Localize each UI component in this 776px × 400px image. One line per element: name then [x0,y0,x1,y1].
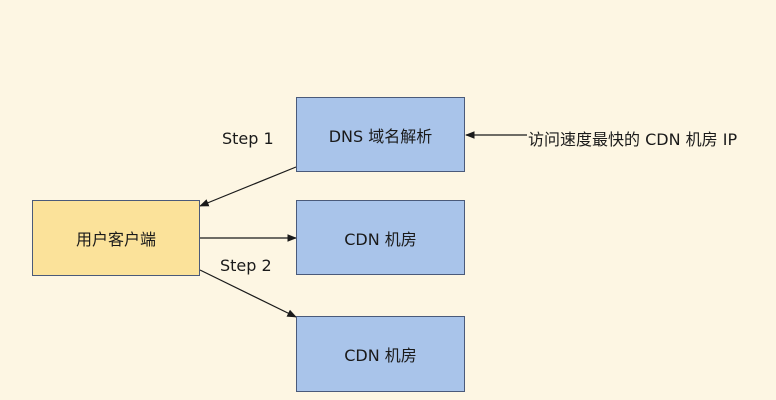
cdn-node-1-label: CDN 机房 [344,229,417,249]
step1-label: Step 1 [222,129,274,148]
cdn-node-2: CDN 机房 [296,316,465,392]
edge-client-to-cdn2 [199,269,297,318]
step2-label: Step 2 [220,256,272,275]
cdn-node-1: CDN 机房 [296,200,465,275]
edge-dns-to-client [199,166,297,207]
cdn-node-2-label: CDN 机房 [344,346,417,365]
client-node-label: 用户客户端 [75,230,156,249]
dns-node-label: DNS 域名解析 [328,126,433,146]
dns-node: DNS 域名解析 [296,97,465,172]
annotation-label: 访问速度最快的 CDN 机房 IP [528,130,738,149]
client-node: 用户客户端 [32,200,200,276]
